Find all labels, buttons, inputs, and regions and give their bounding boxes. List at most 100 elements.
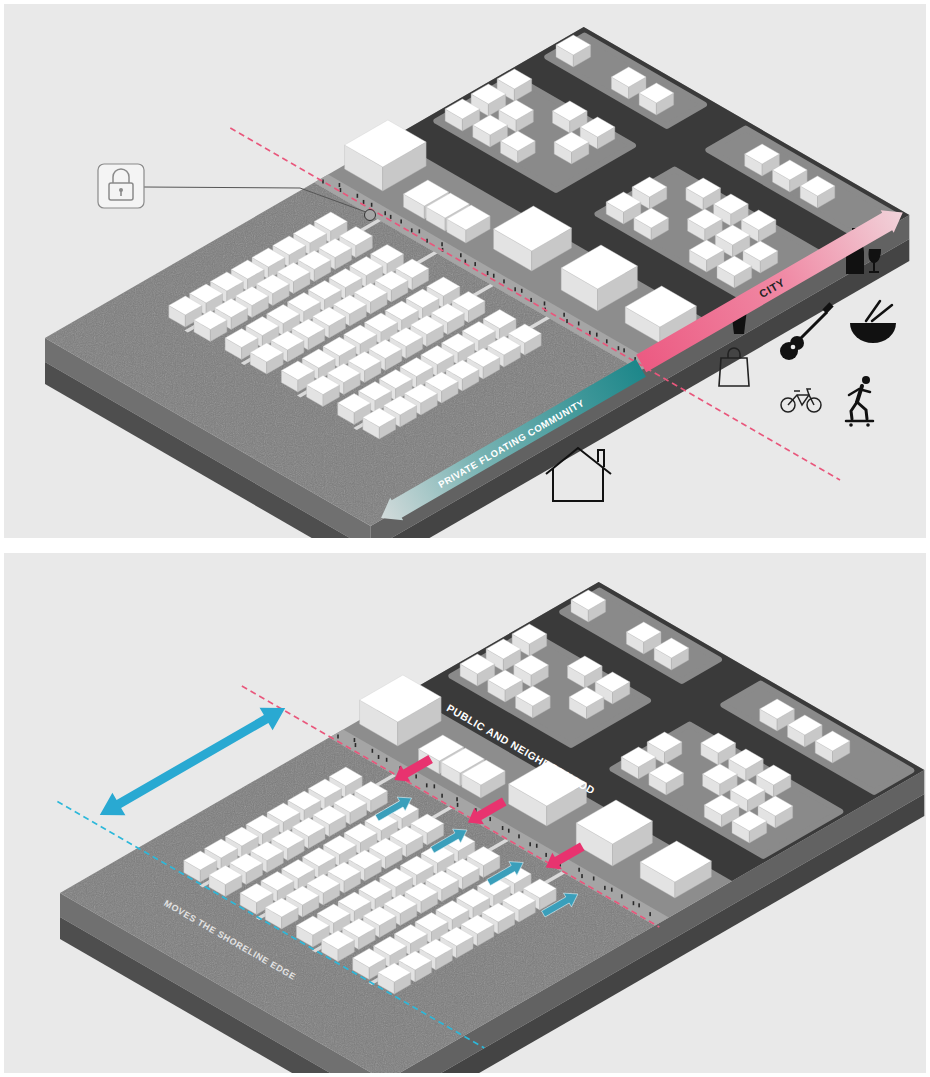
skater-icon bbox=[849, 389, 870, 395]
building-roof bbox=[639, 83, 674, 103]
building-roof bbox=[329, 269, 362, 288]
building-roof bbox=[353, 949, 386, 968]
building-box bbox=[556, 35, 591, 67]
building-roof bbox=[273, 236, 306, 255]
building-roof bbox=[457, 889, 490, 908]
building-roof bbox=[292, 818, 325, 837]
building-box bbox=[516, 686, 551, 718]
building-roof bbox=[225, 329, 258, 348]
building-roof bbox=[323, 337, 356, 356]
person-figure bbox=[354, 738, 356, 742]
inward-arrow bbox=[468, 798, 507, 825]
building-roof bbox=[390, 826, 423, 845]
building-roof bbox=[647, 732, 682, 752]
bicycle-icon bbox=[794, 390, 800, 392]
person-figure bbox=[489, 817, 491, 821]
person-figure bbox=[456, 797, 458, 801]
person-figure bbox=[502, 826, 504, 830]
isometric-block bbox=[45, 27, 909, 538]
building-roof bbox=[308, 281, 341, 300]
building-roof bbox=[210, 272, 243, 291]
building-roof bbox=[729, 749, 764, 769]
person-figure bbox=[474, 262, 476, 266]
building-box bbox=[571, 590, 606, 622]
building-roof bbox=[508, 324, 541, 343]
building-roof bbox=[256, 275, 289, 294]
building-roof bbox=[348, 850, 381, 869]
arrow-band-body bbox=[635, 201, 910, 375]
dock bbox=[199, 774, 396, 888]
building-roof bbox=[338, 394, 371, 413]
building-roof bbox=[394, 925, 427, 944]
building-roof bbox=[632, 177, 667, 197]
building-roof bbox=[363, 907, 396, 926]
building-roof bbox=[482, 903, 515, 922]
person-figure bbox=[460, 253, 462, 257]
dock bbox=[368, 872, 565, 986]
building-roof bbox=[431, 304, 464, 323]
building-roof bbox=[473, 115, 508, 135]
building-roof bbox=[230, 854, 263, 873]
building-roof bbox=[215, 299, 248, 318]
building-roof bbox=[246, 815, 279, 834]
building-roof bbox=[745, 144, 780, 164]
outward-arrow bbox=[375, 797, 411, 821]
guitar-icon bbox=[780, 342, 798, 360]
building-roof bbox=[294, 224, 327, 243]
building-roof bbox=[446, 859, 479, 878]
building-roof bbox=[267, 803, 300, 822]
isometric-block bbox=[60, 582, 924, 1073]
building-box bbox=[360, 675, 442, 746]
person-figure bbox=[530, 298, 532, 302]
person-figure bbox=[621, 894, 623, 898]
scene bbox=[45, 27, 924, 1077]
double-arrow bbox=[100, 708, 285, 816]
building-roof bbox=[576, 800, 652, 844]
panel-background bbox=[4, 4, 926, 538]
building-roof bbox=[425, 372, 458, 391]
person-figure bbox=[623, 348, 625, 352]
person-figure bbox=[604, 886, 606, 890]
building-roof bbox=[384, 895, 417, 914]
building-roof bbox=[561, 245, 637, 289]
building-roof bbox=[281, 361, 314, 380]
person-figure bbox=[441, 794, 443, 798]
building-roof bbox=[359, 880, 392, 899]
building-roof bbox=[800, 176, 835, 196]
building-roof bbox=[494, 206, 572, 251]
person-figure bbox=[419, 229, 421, 233]
building-roof bbox=[411, 814, 444, 833]
city-block bbox=[562, 591, 719, 682]
building-roof bbox=[714, 194, 749, 214]
building-roof bbox=[640, 841, 711, 882]
person-figure bbox=[487, 271, 489, 275]
building-roof bbox=[606, 192, 641, 212]
building-box bbox=[640, 841, 711, 898]
building-roof bbox=[704, 795, 739, 815]
building-roof bbox=[252, 248, 285, 267]
lock-keyhole bbox=[120, 191, 122, 196]
building-roof bbox=[440, 927, 473, 946]
building-roof bbox=[523, 879, 556, 898]
building-box bbox=[800, 176, 835, 208]
building-roof bbox=[384, 396, 417, 415]
building-box bbox=[501, 131, 536, 163]
building-roof bbox=[462, 322, 495, 341]
building-roof bbox=[282, 860, 315, 879]
person-figure bbox=[503, 279, 505, 283]
building-roof bbox=[363, 408, 396, 427]
building-roof bbox=[580, 117, 615, 137]
building-roof bbox=[261, 872, 294, 891]
person-figure bbox=[390, 215, 392, 219]
person-figure bbox=[426, 783, 428, 787]
guitar-icon bbox=[791, 345, 796, 350]
person-figure bbox=[581, 874, 583, 878]
skater-icon bbox=[849, 423, 853, 427]
city-block bbox=[547, 36, 704, 127]
building-roof bbox=[246, 317, 279, 336]
lock-body bbox=[109, 183, 133, 200]
building-box bbox=[345, 120, 427, 191]
building-roof bbox=[334, 794, 367, 813]
building-box bbox=[649, 763, 684, 795]
building-roof bbox=[345, 120, 427, 167]
